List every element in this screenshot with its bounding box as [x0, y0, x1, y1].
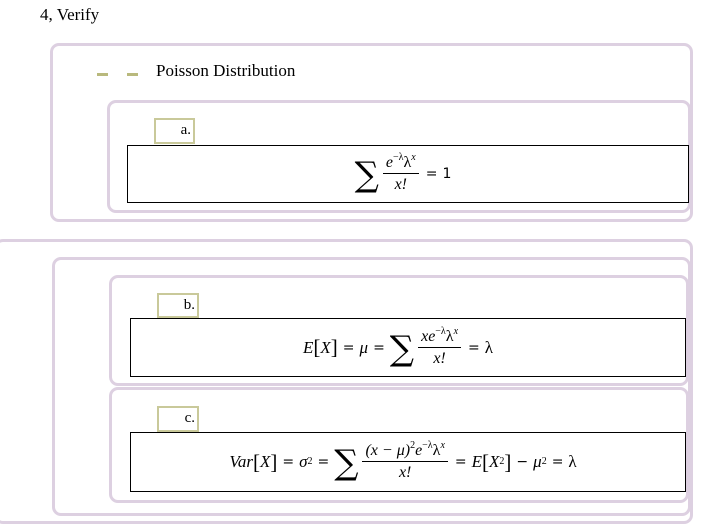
rhs-value: 1	[442, 166, 452, 182]
equals-sign: =	[454, 454, 467, 470]
var-E: E	[303, 337, 314, 357]
item-frame-b	[109, 275, 689, 386]
var-xfact: x!	[433, 349, 446, 367]
minus-sign: −	[516, 454, 529, 470]
var-x: x	[421, 327, 429, 345]
item-label-b: b.	[157, 293, 199, 318]
var-xfact: x!	[398, 464, 412, 481]
sum-symbol: ∑	[334, 443, 359, 483]
var-lambda: λ	[403, 154, 412, 171]
bracket: [	[252, 449, 260, 474]
formula-box-a: ∑ e−λλx x! = 1	[127, 145, 689, 203]
section-frame-poisson	[50, 43, 693, 222]
denominator: x!	[395, 174, 407, 194]
item-frame-a	[107, 100, 691, 213]
item-label-a: a.	[154, 118, 195, 144]
sum-symbol: ∑	[354, 155, 379, 195]
bracket: [	[313, 335, 321, 359]
var-X: X	[489, 452, 500, 471]
var-X: X	[259, 452, 271, 471]
equals-sign: =	[551, 454, 564, 470]
denominator: x!	[399, 462, 411, 482]
item-frame-c	[109, 387, 689, 503]
equals-sign: =	[282, 454, 295, 470]
dash-icon	[97, 73, 108, 76]
equals-sign: =	[373, 339, 385, 356]
section-heading: Poisson Distribution	[156, 61, 296, 80]
equals-sign: =	[468, 339, 480, 356]
var-e: e	[385, 154, 393, 171]
section-frame-inner	[52, 257, 691, 516]
fraction: e−λλx x!	[382, 152, 419, 194]
formula-a: ∑ e−λλx x! = 1	[354, 152, 452, 195]
exponent: −λ	[435, 325, 446, 337]
exponent: −λ	[422, 440, 433, 451]
formula-b: E[X] = μ = ∑ xe−λλx x! = λ	[303, 325, 493, 369]
equals-sign: =	[425, 166, 438, 182]
var-sigma: σ	[299, 452, 308, 471]
exponent: 2	[410, 440, 416, 451]
var-lambda: λ	[432, 442, 441, 459]
formula-box-b: E[X] = μ = ∑ xe−λλx x! = λ	[130, 318, 686, 377]
dash-icon	[127, 73, 138, 76]
equals-sign: =	[342, 339, 355, 356]
exponent-x: x	[440, 440, 445, 451]
rhs-value: λ	[484, 337, 493, 357]
equals-sign: =	[317, 454, 330, 470]
var-X: X	[320, 337, 331, 357]
bracket: ]	[504, 449, 512, 474]
fraction: (x − μ)2e−λλx x!	[362, 440, 448, 482]
var-Var: Var	[229, 452, 253, 471]
numerator: (x − μ)2e−λλx	[362, 440, 448, 462]
bracket: ]	[330, 335, 338, 359]
numerator: e−λλx	[382, 152, 419, 174]
page-title: 4, Verify	[40, 5, 100, 24]
var-mu: μ	[359, 337, 369, 357]
bracket: ]	[270, 449, 278, 474]
item-label-c: c.	[157, 406, 199, 432]
denominator: x!	[433, 348, 445, 368]
bracket: [	[482, 449, 490, 474]
exponent-x: x	[453, 325, 459, 337]
var-mu: μ	[533, 452, 542, 471]
fraction: xe−λλx x!	[418, 325, 462, 368]
var-lambda: λ	[445, 327, 454, 345]
numerator: xe−λλx	[418, 325, 462, 348]
var-E: E	[471, 452, 483, 471]
sum-symbol: ∑	[389, 328, 415, 369]
var-e: e	[415, 442, 423, 459]
rhs-value: λ	[568, 452, 577, 471]
exponent-x: x	[411, 152, 416, 163]
term-x-minus-mu: (x − μ)	[365, 442, 411, 459]
var-xfact: x!	[394, 176, 408, 193]
section-frame-outer	[0, 239, 693, 524]
var-e: e	[428, 327, 436, 345]
exponent: −λ	[393, 152, 404, 163]
